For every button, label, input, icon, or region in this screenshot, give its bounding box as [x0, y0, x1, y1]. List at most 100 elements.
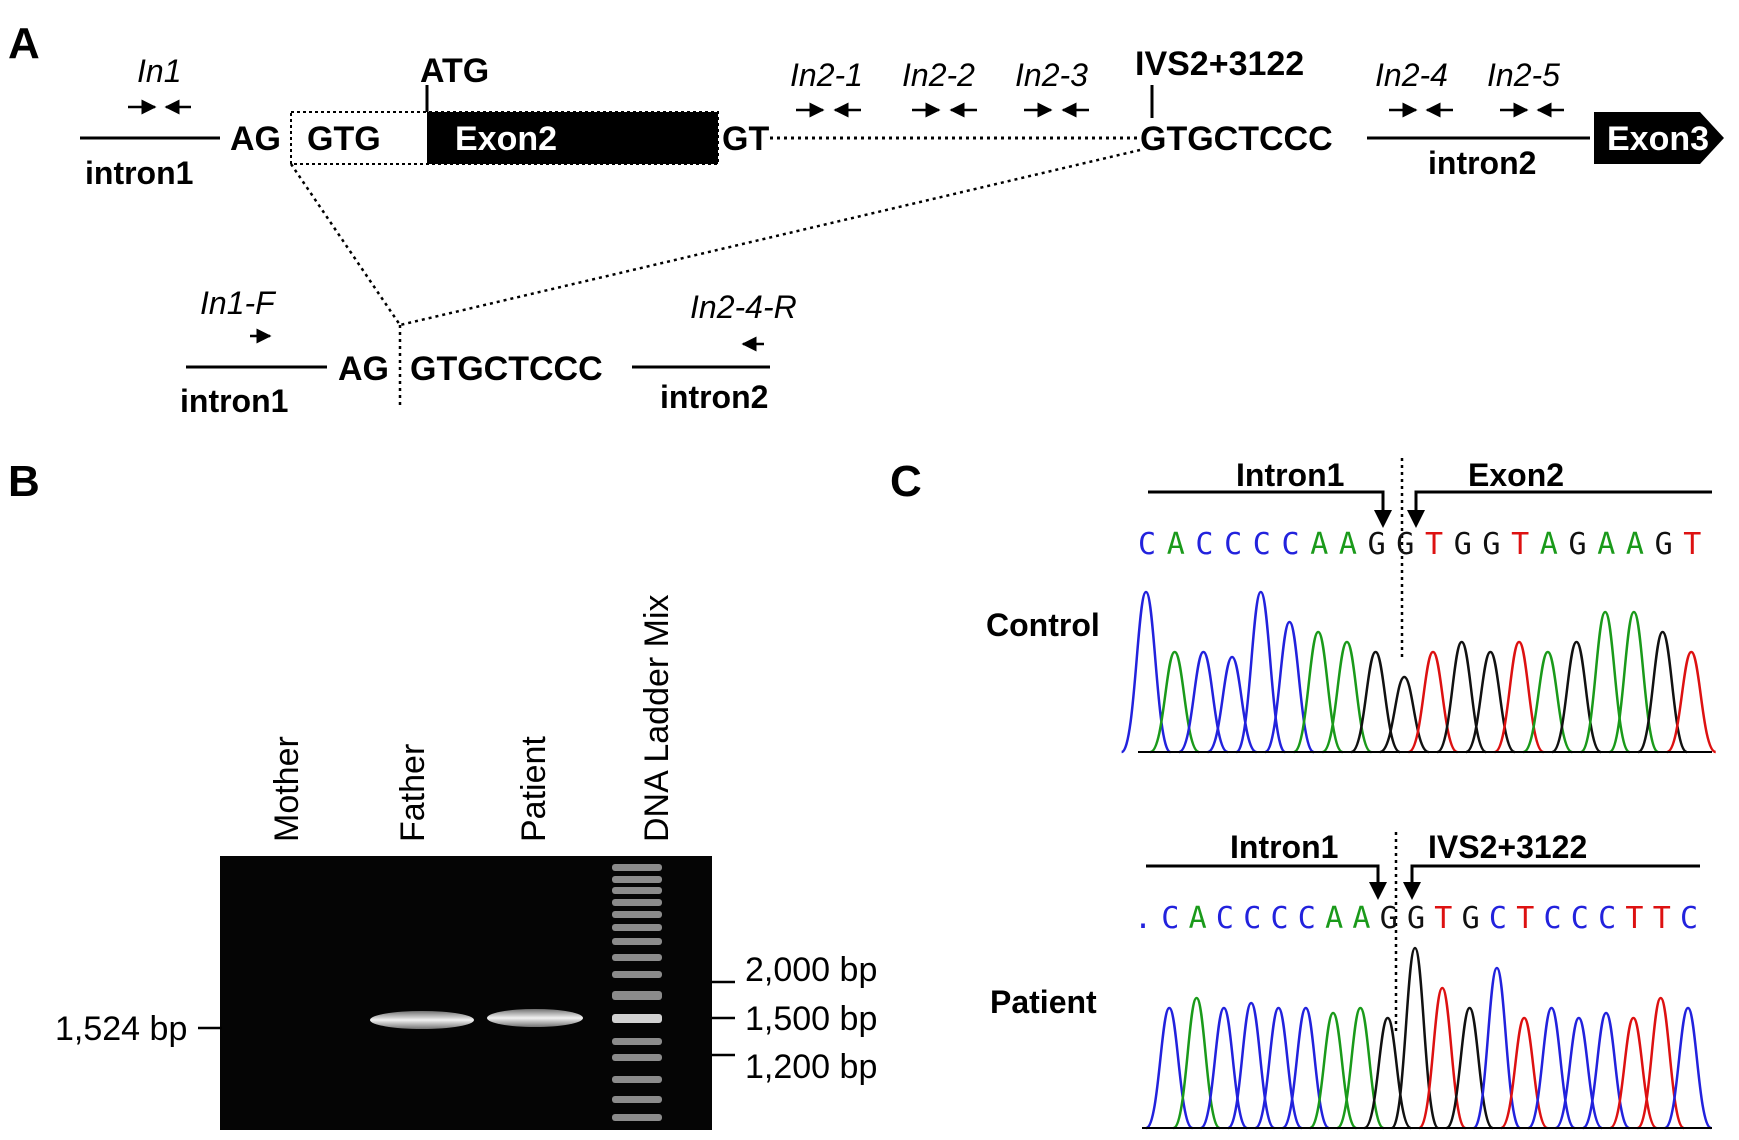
exon3-block [1594, 112, 1724, 164]
trace-peak [1390, 946, 1440, 1130]
trace-peak [1379, 675, 1430, 754]
junction-dotted-lines [289, 148, 1141, 408]
sequence-base: C [1544, 901, 1562, 936]
sequence-base: G [1569, 527, 1587, 562]
ladder-band [612, 971, 662, 978]
control-sample-label: Control [986, 607, 1100, 643]
bottom-ag: AG [338, 350, 389, 388]
trace-peak [1551, 640, 1602, 754]
trace-peak [1527, 1006, 1576, 1130]
sequence-base: A [1325, 901, 1343, 936]
patient-chromatogram [1144, 946, 1713, 1130]
sequence-base: C [1161, 901, 1179, 936]
ladder-label-1500: 1,500 bp [745, 1000, 877, 1038]
ladder-band [612, 954, 662, 961]
sequence-base: G [1482, 527, 1500, 562]
trace-peak [1494, 640, 1545, 754]
sequence-base: A [1540, 527, 1558, 562]
ladder-band [612, 924, 662, 931]
gtgctccc-bottom: GTGCTCCC [410, 350, 603, 388]
sequence-base: A [1167, 527, 1185, 562]
atg-label: ATG [420, 52, 489, 90]
sequence-base: G [1655, 527, 1673, 562]
sequence-base: A [1189, 901, 1207, 936]
sequence-base: G [1454, 527, 1472, 562]
ladder-band [612, 1038, 662, 1045]
bottom-intron2-label: intron2 [660, 379, 768, 415]
trace-peak [1226, 1001, 1276, 1130]
lane-label-father: Father [394, 744, 432, 842]
ladder-band [612, 1076, 662, 1083]
control-chromatogram [1120, 590, 1717, 754]
sequence-base: T [1511, 527, 1529, 562]
gt-text: GT [722, 120, 769, 158]
ladder-band [612, 1114, 662, 1121]
primer-in2-1-label: In2-1 [790, 57, 863, 93]
ladder-bands [612, 864, 662, 1121]
gtg-text: GTG [307, 120, 381, 158]
primer-in2-4-label: In2-4 [1375, 57, 1448, 93]
primer-in1-f-label: In1-F [200, 285, 277, 321]
sequence-base: C [1216, 901, 1234, 936]
ladder-label-1200: 1,200 bp [745, 1048, 877, 1086]
sequence-base: T [1683, 527, 1701, 562]
sequence-base: G [1407, 901, 1425, 936]
trace-peak [1666, 650, 1717, 754]
sequence-base: C [1282, 527, 1300, 562]
trace-peak [1172, 996, 1222, 1130]
primer-in2-4-r-label: In2-4-R [690, 289, 797, 325]
ladder-band [612, 1096, 662, 1103]
down-arrow-icon [1374, 510, 1392, 528]
trace-peak [1445, 1006, 1495, 1130]
ladder-band [612, 991, 662, 1000]
trace-peak [1335, 1006, 1385, 1130]
sequence-base: C [1243, 901, 1261, 936]
sequence-base: C [1598, 901, 1616, 936]
lane-label-mother: Mother [268, 736, 306, 842]
trace-peak [1636, 996, 1686, 1130]
sequence-base: C [1271, 901, 1289, 936]
sequence-base: T [1653, 901, 1671, 936]
sequence-base: A [1339, 527, 1357, 562]
ladder-label-2000: 2,000 bp [745, 951, 877, 989]
patient-left-region-label: Intron1 [1230, 829, 1338, 865]
acceptor-ag: AG [230, 120, 281, 158]
ladder-band [612, 938, 662, 945]
patient-right-bracket [1410, 864, 1700, 882]
ladder-band [612, 864, 662, 871]
ladder-band [612, 911, 662, 918]
patient-right-region-label: IVS2+3122 [1428, 829, 1587, 865]
exon2-label: Exon2 [455, 120, 557, 158]
ladder-band [612, 876, 662, 883]
trace-peak [1235, 590, 1287, 754]
trace-peak [1363, 1016, 1412, 1130]
sequence-base: C [1298, 901, 1316, 936]
exon2-block [427, 112, 718, 164]
ladder-band [612, 1014, 662, 1023]
down-arrow-icon [1369, 882, 1387, 900]
ladder-band [612, 899, 662, 906]
primer-in2-5-label: In2-5 [1487, 57, 1560, 93]
exon3-label: Exon3 [1607, 120, 1709, 158]
control-left-bracket [1148, 490, 1385, 510]
sequence-base: T [1516, 901, 1534, 936]
band-father [370, 1011, 474, 1029]
sequence-base: C [1571, 901, 1589, 936]
trace-peak [1120, 590, 1172, 754]
gtgctccc-top: GTGCTCCC [1140, 120, 1333, 158]
intron1-label: intron1 [85, 155, 193, 191]
sequence-base: T [1434, 901, 1452, 936]
down-arrow-icon [1407, 510, 1425, 528]
panel-b: B Mother Father Patient DNA Ladder Mix 1… [8, 457, 877, 1130]
sequence-base: C [1195, 527, 1213, 562]
control-right-region-label: Exon2 [1468, 457, 1564, 493]
control-header: Intron1 Exon2 [1148, 457, 1712, 660]
band-size-label: 1,524 bp [55, 1010, 187, 1048]
sequence-base: G [1396, 527, 1414, 562]
sequence-base: . [1134, 901, 1152, 936]
trace-peak [1581, 1011, 1631, 1130]
ladder-band [612, 1054, 662, 1061]
